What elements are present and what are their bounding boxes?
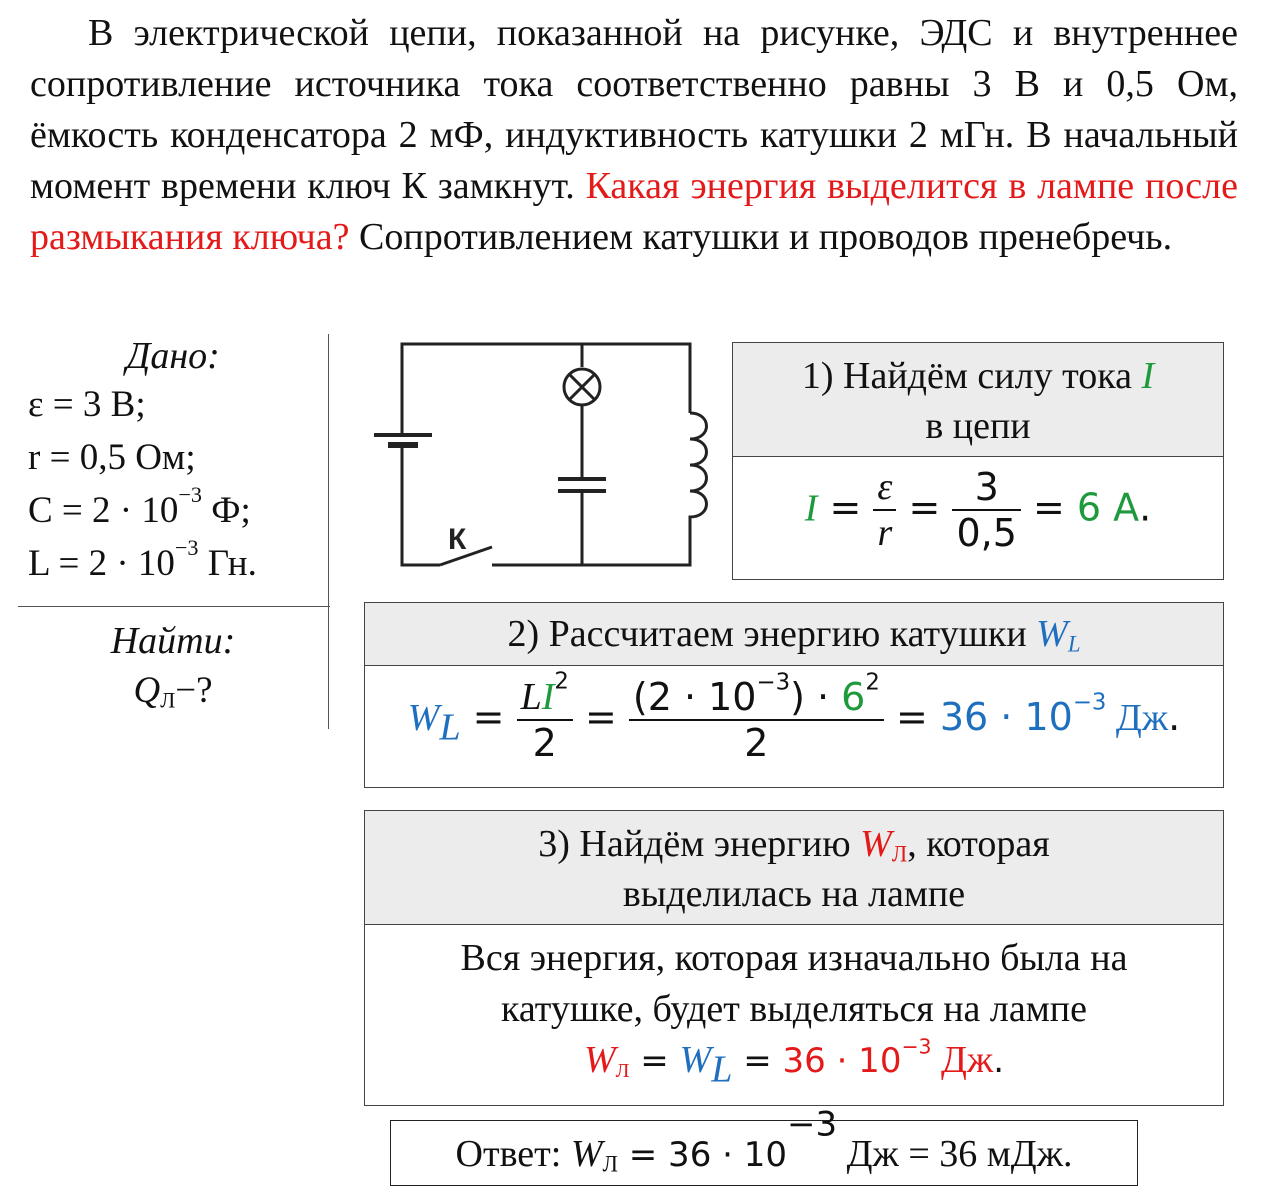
switch-label: К: [448, 523, 467, 556]
find-quantity: QЛ−?: [133, 670, 213, 713]
inductor-coil-icon: [688, 411, 708, 521]
step-3-text-1: Вся энергия, которая изначально была на: [460, 937, 1128, 979]
step-3-text-2: катушке, будет выделяться на лампе: [501, 988, 1087, 1030]
step-2-box: 2) Рассчитаем энергию катушки WL WL = LI…: [364, 602, 1224, 788]
wire-top: [400, 342, 692, 435]
given-capacitance: C = 2 · 10−3 Ф;: [28, 482, 251, 531]
given-emf: ε = 3 В;: [28, 384, 146, 425]
given-resistance: r = 0,5 Ом;: [28, 437, 196, 478]
circuit-diagram: К: [374, 342, 708, 567]
problem-statement: В электрической цепи, показанной на рису…: [30, 8, 1238, 263]
answer-box: Ответ: WЛ = 36 · 10−3 Дж = 36 мДж.: [390, 1107, 1138, 1186]
problem-text-2: Сопротивлением катушки и проводов пренеб…: [359, 216, 1173, 258]
given-section: Дано: ε = 3 В; r = 0,5 Ом; C = 2 · 10−3 …: [18, 334, 330, 729]
switch-blade: [439, 545, 493, 567]
step-3-body: Вся энергия, которая изначально была на …: [365, 925, 1223, 1091]
given-header: Дано:: [126, 335, 220, 377]
find-header: Найти:: [110, 620, 236, 662]
given-inductance: L = 2 · 10−3 Гн.: [28, 535, 257, 584]
step-2-header: 2) Рассчитаем энергию катушки WL: [365, 603, 1223, 666]
problem-text-1: В электрической цепи, показанной на рису…: [30, 12, 1238, 207]
problem-question: Какая энергия выделится в лампе после ра…: [30, 165, 1238, 258]
wire-right-bottom: [492, 521, 692, 567]
given-divider: [18, 606, 330, 607]
step-3-formula: WЛ = WL = 36 · 10−3 Дж.: [583, 1034, 1005, 1091]
find-section: Найти: QЛ−?: [18, 619, 328, 712]
wire-left-bottom: [400, 443, 440, 567]
